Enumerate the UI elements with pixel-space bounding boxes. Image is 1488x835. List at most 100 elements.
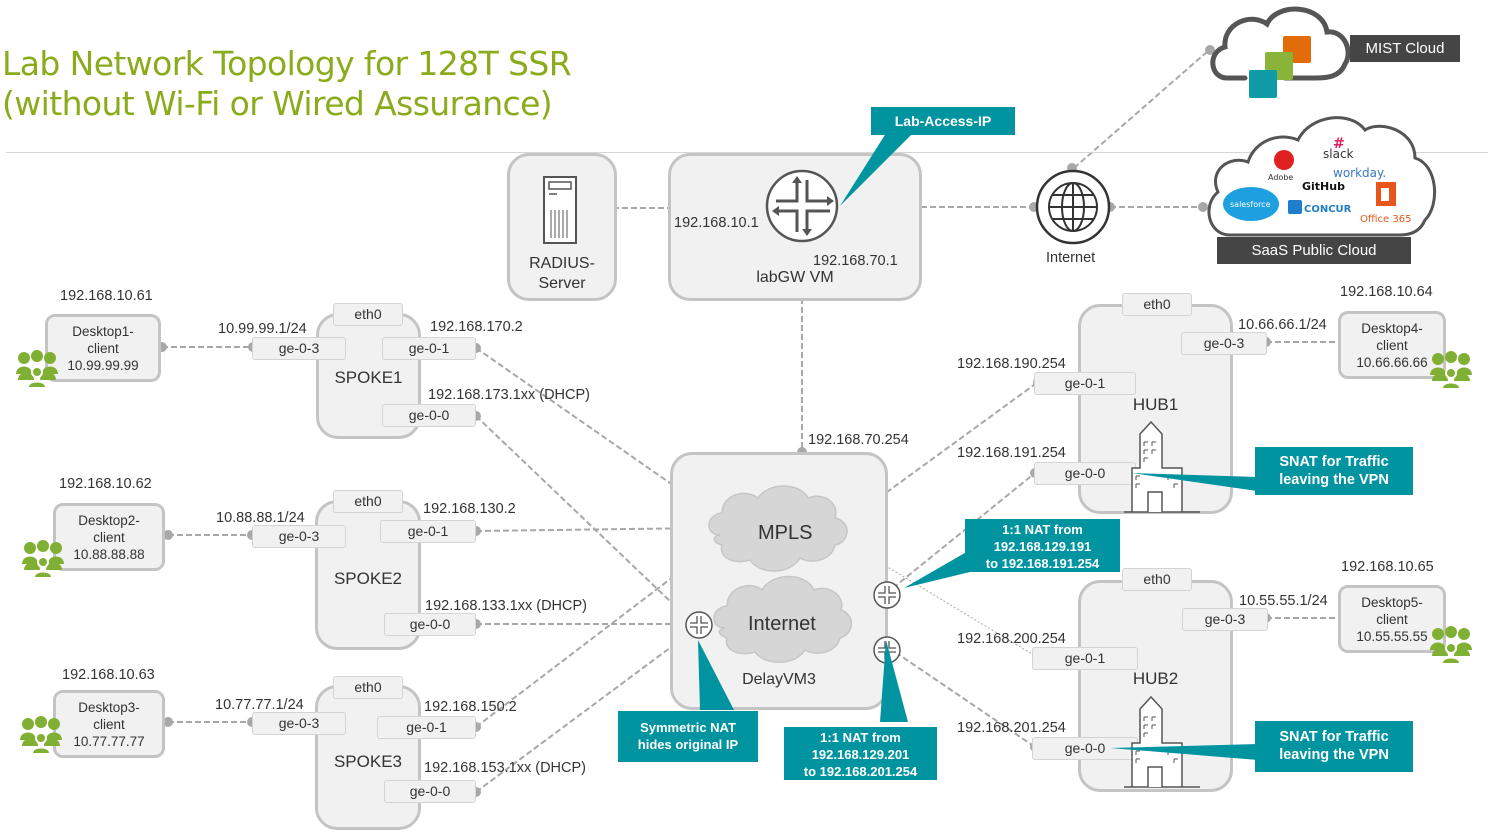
hub2-ge-0-3-port[interactable]: ge-0-3: [1182, 608, 1268, 631]
hub1-snat-pointer: [1132, 473, 1257, 491]
mpls-cloud-label: MPLS: [758, 522, 813, 544]
svg-text:Adobe: Adobe: [1268, 173, 1293, 182]
spoke2-eth0-port[interactable]: eth0: [333, 490, 403, 513]
radius-server-node[interactable]: RADIUS- Server: [507, 153, 617, 301]
spoke3-node[interactable]: SPOKE3: [315, 685, 421, 830]
svg-text:CONCUR: CONCUR: [1304, 204, 1352, 215]
user-group-icon-1: [16, 350, 58, 388]
hub2-snat-callout: SNAT for Traffic leaving the VPN: [1255, 721, 1413, 772]
spoke2-ge-0-0-port[interactable]: ge-0-0: [384, 613, 476, 636]
client2-mgmt-ip: 192.168.10.62: [59, 476, 152, 492]
spoke1-eth0-port[interactable]: eth0: [333, 303, 403, 326]
server-icon: [543, 176, 577, 244]
delayvm3-name: DelayVM3: [742, 671, 816, 688]
hub2-ge-0-1-port[interactable]: ge-0-1: [1032, 647, 1138, 670]
client3-mgmt-ip: 192.168.10.63: [62, 667, 155, 683]
hub1-ge-0-0-port[interactable]: ge-0-0: [1034, 462, 1136, 485]
spoke3-mpls-ip: 192.168.150.2: [424, 699, 517, 715]
client1-mgmt-ip: 192.168.10.61: [60, 288, 153, 304]
spoke3-ge-0-3-port[interactable]: ge-0-3: [252, 712, 346, 735]
wan-clouds: [708, 485, 853, 663]
hub1-eth0-port[interactable]: eth0: [1122, 293, 1192, 316]
user-group-icon-4: [1430, 351, 1472, 389]
spoke3-eth0-port[interactable]: eth0: [333, 676, 403, 699]
spoke3-name: SPOKE3: [333, 752, 403, 771]
nat-hub1-callout: 1:1 NAT from 192.168.129.191 to 192.168.…: [965, 519, 1120, 572]
nat-callout-pointers: [698, 640, 908, 722]
hub1-building-icon: [1124, 420, 1200, 513]
hub2-building-icon: [1124, 695, 1200, 788]
radius-server-name: RADIUS- Server: [529, 255, 595, 292]
labgw-vm-name: labGW VM: [756, 269, 834, 286]
labgw-ip-left: 192.168.10.1: [674, 215, 759, 231]
internet-globe-icon[interactable]: [1034, 168, 1112, 246]
spoke1-lan-ip: 10.99.99.1/24: [218, 321, 307, 337]
hub1-snat-callout: SNAT for Traffic leaving the VPN: [1255, 447, 1413, 495]
labgw-ip-bottom: 192.168.70.1: [813, 253, 898, 269]
hub2-inet-ip: 192.168.201.254: [957, 720, 1066, 736]
title-line-2: (without Wi-Fi or Wired Assurance): [2, 84, 553, 123]
svg-text:salesforce: salesforce: [1230, 200, 1271, 209]
lab-access-callout-pointer: [840, 130, 916, 206]
nat-hub1-callout-pointer: [904, 550, 970, 588]
nat-hub2-callout: 1:1 NAT from 192.168.129.201 to 192.168.…: [784, 727, 937, 780]
spoke2-inet-ip: 192.168.133.1xx (DHCP): [425, 598, 587, 614]
delayvm-ip-top: 192.168.70.254: [808, 432, 909, 448]
spoke3-ge-0-0-port[interactable]: ge-0-0: [384, 780, 476, 803]
title-divider: [6, 152, 1488, 153]
hub1-name: HUB1: [1132, 395, 1179, 414]
router-icon[interactable]: [764, 168, 844, 248]
spoke1-ge-0-0-port[interactable]: ge-0-0: [382, 404, 476, 427]
hub2-eth0-port[interactable]: eth0: [1122, 568, 1192, 591]
spoke3-lan-ip: 10.77.77.1/24: [215, 697, 304, 713]
spoke2-mpls-ip: 192.168.130.2: [423, 501, 516, 517]
spoke2-name: SPOKE2: [333, 569, 403, 588]
symmetric-nat-callout: Symmetric NAT hides original IP: [618, 711, 758, 762]
hub2-ge-0-0-port[interactable]: ge-0-0: [1032, 737, 1138, 760]
internet-cloud-shape: [713, 575, 853, 663]
hub2-mpls-ip: 192.168.200.254: [957, 631, 1066, 647]
hub1-lan-ip: 10.66.66.1/24: [1238, 317, 1327, 333]
svg-text:slack: slack: [1323, 147, 1354, 161]
hub1-ge-0-1-port[interactable]: ge-0-1: [1034, 372, 1136, 395]
spoke1-mpls-ip: 192.168.170.2: [430, 319, 523, 335]
spoke1-inet-ip: 192.168.173.1xx (DHCP): [428, 387, 590, 403]
user-group-icon-3: [20, 716, 62, 754]
nat-router-icon-hub1: [873, 581, 901, 609]
user-group-icon-5: [1430, 626, 1472, 664]
hub2-lan-ip: 10.55.55.1/24: [1239, 593, 1328, 609]
spoke3-ge-0-1-port[interactable]: ge-0-1: [377, 716, 476, 739]
lab-access-ip-callout: Lab-Access-IP: [871, 107, 1015, 135]
wire-spoke1-mpls: [475, 347, 714, 514]
client4-mgmt-ip: 192.168.10.64: [1340, 284, 1433, 300]
svg-text:GitHub: GitHub: [1302, 180, 1345, 193]
spoke2-ge-0-3-port[interactable]: ge-0-3: [252, 525, 346, 548]
saas-cloud-label: SaaS Public Cloud: [1217, 237, 1411, 264]
svg-text:Office 365: Office 365: [1360, 214, 1411, 225]
internet-cloud-label: Internet: [748, 613, 816, 635]
nat-router-icon-symmetric: [685, 611, 713, 639]
hub1-inet-ip: 192.168.191.254: [957, 445, 1066, 461]
client5-mgmt-ip: 192.168.10.65: [1341, 559, 1434, 575]
spoke1-name: SPOKE1: [334, 368, 403, 387]
title-line-1: Lab Network Topology for 128T SSR: [2, 44, 572, 83]
wire-internet-mist: [1073, 50, 1209, 169]
spoke2-ge-0-1-port[interactable]: ge-0-1: [380, 520, 476, 543]
spoke3-inet-ip: 192.168.153.1xx (DHCP): [424, 760, 586, 776]
user-group-icon-2: [22, 540, 64, 578]
spoke1-ge-0-3-port[interactable]: ge-0-3: [252, 337, 346, 360]
mist-cloud-icon: [1210, 6, 1351, 98]
hub1-ge-0-3-port[interactable]: ge-0-3: [1181, 332, 1267, 355]
diagram-title: Lab Network Topology for 128T SSR (witho…: [2, 44, 572, 124]
spoke1-ge-0-1-port[interactable]: ge-0-1: [382, 337, 476, 360]
hub2-name: HUB2: [1132, 669, 1179, 688]
wire-spoke1-inet: [475, 415, 694, 624]
spoke2-lan-ip: 10.88.88.1/24: [216, 510, 305, 526]
hub1-mpls-ip: 192.168.190.254: [957, 356, 1066, 372]
saas-cloud-icon: slack # Adobe workday. GitHub salesforce…: [1207, 116, 1437, 237]
